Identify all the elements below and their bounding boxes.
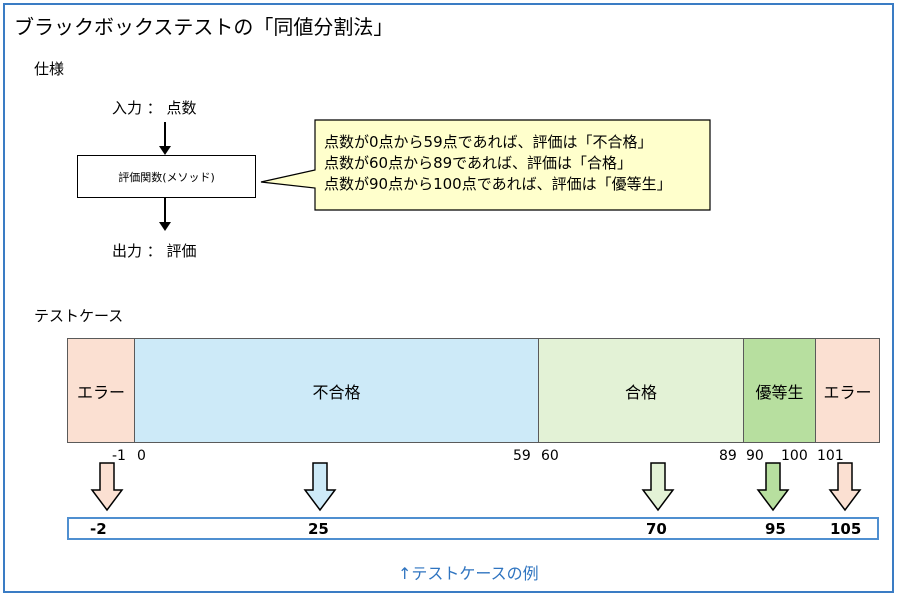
method-label: 評価関数(メソッド): [118, 170, 215, 184]
partition-fail: 不合格: [134, 338, 539, 443]
testcase-heading: テストケース: [34, 307, 124, 325]
page-title: ブラックボックステストの「同値分割法」: [14, 15, 394, 39]
boundary-tick: 101: [817, 448, 844, 464]
arrow-down-icon: [159, 198, 171, 231]
callout-text: 点数が0点から59点であれば、評価は「不合格」 点数が60点から89であれば、評…: [324, 132, 672, 195]
down-block-arrow-icon: [641, 462, 675, 512]
method-box: 評価関数(メソッド): [77, 155, 256, 198]
partition-label: 不合格: [312, 382, 361, 402]
partition-label: 合格: [624, 382, 657, 402]
callout-line: 点数が90点から100点であれば、評価は「優等生」: [324, 175, 672, 193]
partition-label: 優等生: [755, 382, 804, 402]
test-case-value: 70: [646, 520, 667, 538]
partition-honor: 優等生: [743, 338, 816, 443]
test-case-value: 25: [308, 520, 329, 538]
boundary-tick: 0: [137, 448, 146, 464]
boundary-tick: 89: [719, 448, 737, 464]
outer-frame: [3, 3, 894, 593]
spec-heading: 仕様: [34, 60, 65, 78]
down-block-arrow-icon: [828, 462, 862, 512]
boundary-tick: 60: [541, 448, 559, 464]
partition-label: エラー: [76, 382, 125, 402]
callout-line: 点数が60点から89であれば、評価は「合格」: [324, 154, 633, 172]
input-label: 入力 ： 点数: [112, 99, 197, 117]
boundary-tick: 90: [746, 448, 764, 464]
down-block-arrow-icon: [90, 462, 124, 512]
boundary-tick: 100: [781, 448, 808, 464]
partition-label: エラー: [823, 382, 872, 402]
partition-error-low: エラー: [67, 338, 135, 443]
test-case-value: 95: [765, 520, 786, 538]
down-block-arrow-icon: [303, 462, 337, 512]
callout-line: 点数が0点から59点であれば、評価は「不合格」: [324, 133, 653, 151]
down-block-arrow-icon: [756, 462, 790, 512]
test-case-value: -2: [90, 520, 107, 538]
test-case-value: 105: [830, 520, 862, 538]
arrow-down-icon: [159, 122, 171, 155]
boundary-tick: -1: [112, 448, 126, 464]
test-case-bar: [67, 517, 879, 540]
partition-pass: 合格: [538, 338, 744, 443]
caption: ↑テストケースの例: [398, 564, 539, 583]
callout-bubble: [260, 119, 711, 211]
output-label: 出力 ： 評価: [112, 242, 197, 260]
partition-error-high: エラー: [815, 338, 880, 443]
boundary-tick: 59: [513, 448, 531, 464]
